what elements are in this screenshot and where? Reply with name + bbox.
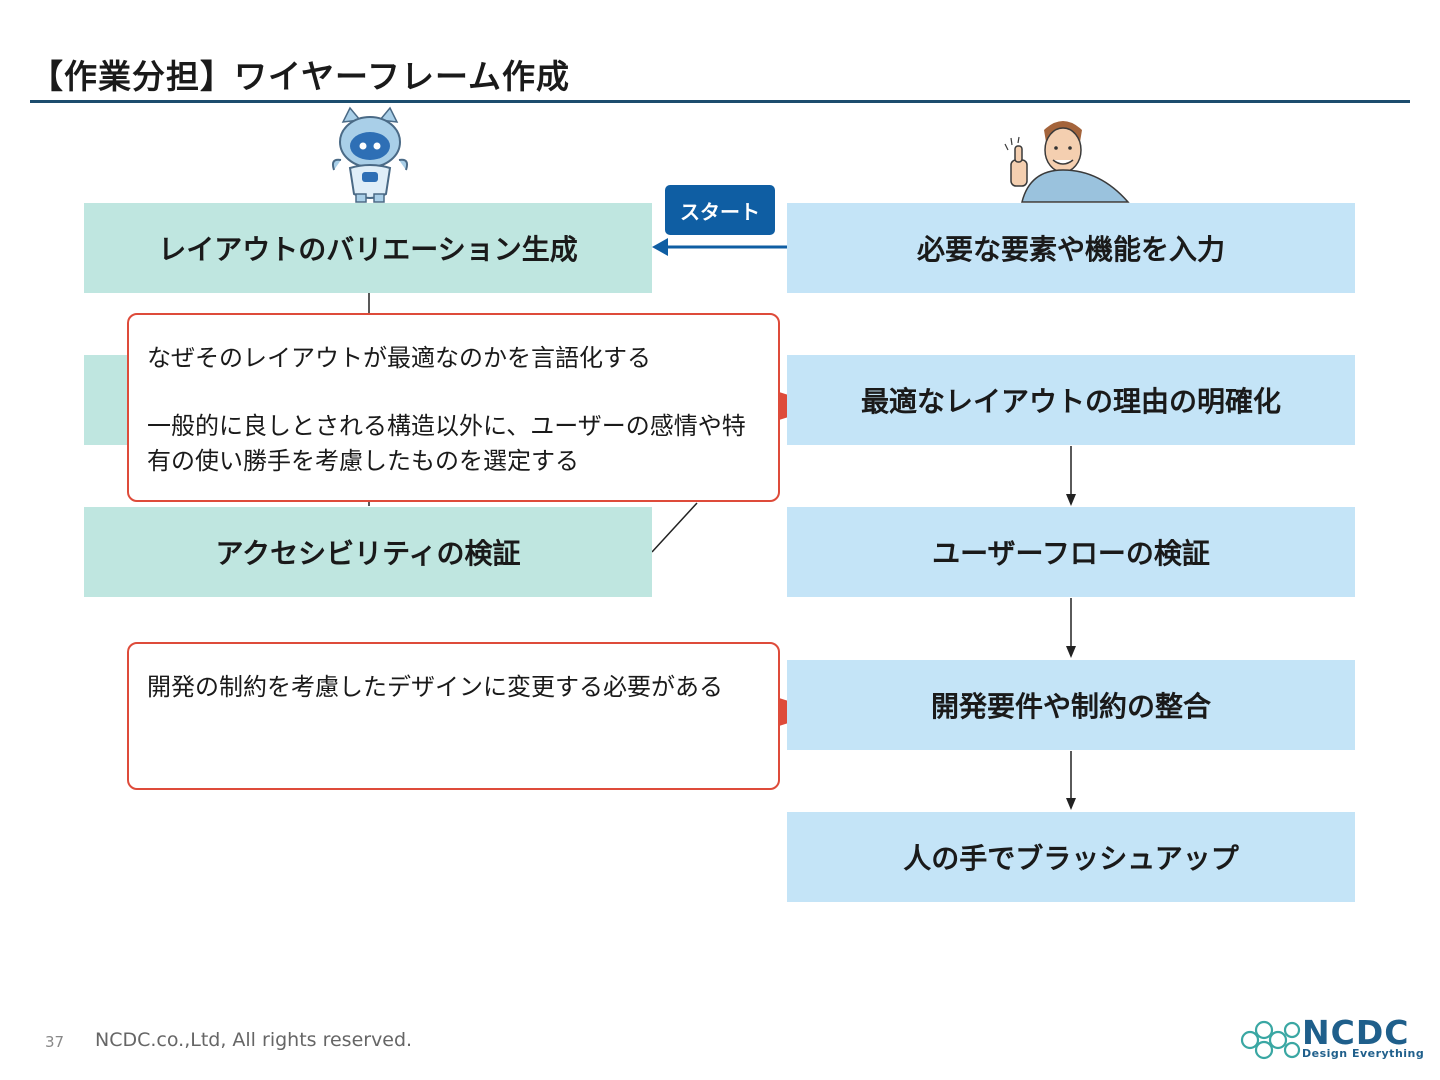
ai-step-accessibility: アクセシビリティの検証 [84,507,652,597]
robot-icon [331,106,409,203]
callout-dev-constraints-text: 開発の制約を考慮したデザインに変更する必要がある [147,673,723,701]
callout-dev-constraints: 開発の制約を考慮したデザインに変更する必要がある [127,642,780,790]
human-step-clarify-reason: 最適なレイアウトの理由の明確化 [787,355,1355,445]
down-arrow-head-3 [1066,798,1076,810]
down-arrow-head-1 [1066,494,1076,506]
start-badge: スタート [665,185,775,235]
human-step-brushup: 人の手でブラッシュアップ [787,812,1355,902]
person-thumbs-up-icon [1004,121,1130,203]
ncdc-logo-icon [1240,1020,1301,1060]
copyright-text: NCDC.co.,Ltd, All rights reserved. [95,1029,413,1051]
human-step-userflow: ユーザーフローの検証 [787,507,1355,597]
human-step-dev-constraints: 開発要件や制約の整合 [787,660,1355,750]
title-rule [30,100,1410,103]
ai-step-variation: レイアウトのバリエーション生成 [84,203,652,293]
brand-tagline: Design Everything [1302,1047,1425,1060]
diagonal-connector-line [651,502,698,553]
callout-layout-reason: なぜそのレイアウトが最適なのかを言語化する 一般的に良しとされる構造以外に、ユー… [127,313,780,502]
human-step-input: 必要な要素や機能を入力 [787,203,1355,293]
brand-name: NCDC [1302,1013,1410,1052]
page-number: 37 [45,1033,65,1051]
callout-layout-reason-line1: なぜそのレイアウトが最適なのかを言語化する [147,344,651,372]
down-arrow-head-2 [1066,646,1076,658]
slide-title: 【作業分担】ワイヤーフレーム作成 [30,57,571,96]
callout-layout-reason-line2: 一般的に良しとされる構造以外に、ユーザーの感情や特有の使い勝手を考慮したものを選… [147,412,746,475]
start-arrow-head [652,238,668,256]
